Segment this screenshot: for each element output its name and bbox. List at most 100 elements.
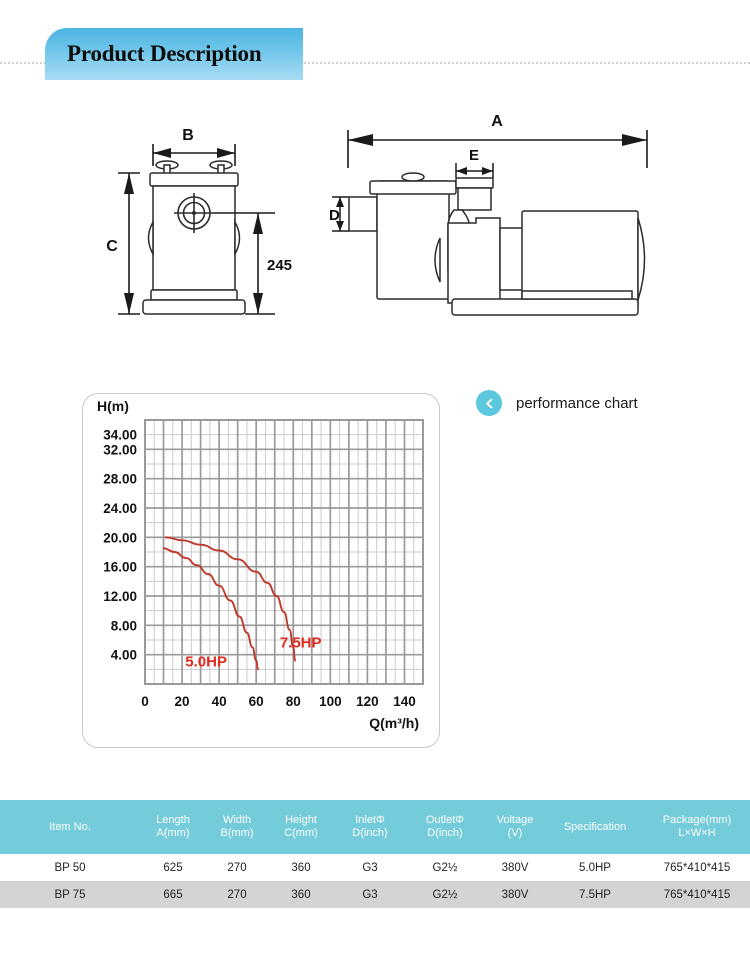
x-axis-tick-label: 80 [286, 694, 301, 709]
dim-label-c: C [106, 238, 118, 255]
header-divider-dotted-line [0, 62, 750, 64]
table-header-cell-8: Package(mm)L×W×H [644, 800, 750, 854]
dimension-arrow [622, 134, 647, 146]
dimension-arrow [124, 293, 134, 314]
table-cell-r0-c4: G3 [334, 854, 406, 881]
x-axis-tick-label: 120 [356, 694, 379, 709]
dimension-arrow [124, 173, 134, 194]
side-view-drawing: A E D [329, 113, 648, 316]
dim-label-e: E [469, 147, 479, 164]
table-cell-r1-c8: 765*410*415 [644, 881, 750, 908]
table-header-cell-7: Specification [546, 800, 644, 854]
x-axis-tick-label: 60 [249, 694, 264, 709]
table-header-line1: OutletΦ [425, 814, 465, 826]
technical-drawings-section: B [0, 108, 750, 358]
table-header-line1: InletΦ [355, 814, 385, 826]
performance-chart-legend: performance chart [476, 390, 638, 416]
y-axis-tick-label: 4.00 [111, 648, 137, 663]
table-header-line2: C(mm) [284, 827, 318, 839]
x-axis-tick-label: 100 [319, 694, 342, 709]
y-axis-tick-label: 32.00 [103, 442, 137, 457]
curve-7.5HP [164, 536, 297, 662]
dimension-arrow [217, 148, 235, 158]
table-cell-r0-c3: 360 [268, 854, 334, 881]
y-axis-tick-label: 20.00 [103, 530, 137, 545]
table-cell-r0-c6: 380V [484, 854, 546, 881]
x-axis-tick-label: 20 [175, 694, 190, 709]
table-cell-r1-c3: 360 [268, 881, 334, 908]
curve-5.0HP [162, 547, 260, 671]
table-cell-r1-c5: G2½ [406, 881, 484, 908]
chart-frame [82, 393, 440, 748]
front-view-drawing: B [106, 127, 292, 315]
dim-label-a: A [491, 113, 503, 130]
y-axis-tick-label: 12.00 [103, 589, 137, 604]
dimension-arrow [456, 167, 467, 175]
dimension-arrow [482, 167, 493, 175]
x-axis-tick-label: 140 [393, 694, 416, 709]
y-axis-tick-label: 24.00 [103, 501, 137, 516]
dimension-arrow [336, 197, 344, 207]
table-cell-r1-c4: G3 [334, 881, 406, 908]
table-cell-r1-c0: BP 75 [0, 881, 140, 908]
table-header-cell-6: Voltage(V) [484, 800, 546, 854]
x-axis-title: Q(m³/h) [369, 715, 419, 731]
dimension-arrow [253, 213, 263, 234]
table-header-line2: L×W×H [678, 827, 716, 839]
page-title: Product Description [67, 41, 262, 66]
dimension-arrow [348, 134, 373, 146]
table-cell-r1-c1: 665 [140, 881, 206, 908]
table-header-line1: Height [285, 814, 317, 826]
table-cell-r0-c0: BP 50 [0, 854, 140, 881]
x-axis-tick-label: 0 [141, 694, 149, 709]
table-header-line2: D(inch) [352, 827, 388, 839]
table-header-line2: A(mm) [156, 827, 190, 839]
table-header-line2: B(mm) [220, 827, 254, 839]
table-cell-r1-c7: 7.5HP [546, 881, 644, 908]
y-axis-tick-label: 8.00 [111, 618, 137, 633]
chevron-left-icon [476, 390, 502, 416]
table-cell-r0-c8: 765*410*415 [644, 854, 750, 881]
x-axis-tick-label: 40 [212, 694, 227, 709]
table-header-line1: Item No. [49, 820, 91, 833]
table-cell-r0-c7: 5.0HP [546, 854, 644, 881]
y-axis-tick-label: 16.00 [103, 560, 137, 575]
curve-annotation-5.0HP: 5.0HP [185, 653, 227, 670]
performance-chart-label: performance chart [516, 394, 638, 412]
table-header-line1: Voltage [496, 814, 534, 826]
table-header-line1: Package(mm) [662, 814, 732, 826]
y-axis-tick-label: 28.00 [103, 472, 137, 487]
dimension-arrow [253, 293, 263, 314]
table-cell-r0-c2: 270 [206, 854, 268, 881]
dimension-arrow [153, 148, 171, 158]
table-header-line2: (V) [507, 827, 523, 839]
header-section: Product Description [0, 0, 750, 110]
table-header-line1: Specification [563, 820, 627, 833]
table-cell-r1-c6: 380V [484, 881, 546, 908]
y-axis-tick-label: 34.00 [103, 428, 137, 443]
table-cell-r0-c5: G2½ [406, 854, 484, 881]
dim-label-d: D [329, 207, 340, 224]
table-header-line2: D(inch) [427, 827, 463, 839]
table-header-line1: Length [156, 814, 190, 826]
table-cell-r1-c2: 270 [206, 881, 268, 908]
y-axis-title: H(m) [97, 398, 129, 414]
dim-label-245: 245 [267, 257, 292, 274]
table-header-line1: Width [222, 814, 252, 826]
dimension-arrow [336, 221, 344, 231]
header-banner: Product Description [45, 28, 303, 80]
table-header-cell-0: Item No. [0, 800, 140, 854]
curve-annotation-7.5HP: 7.5HP [280, 634, 322, 651]
dim-label-b: B [182, 127, 194, 144]
